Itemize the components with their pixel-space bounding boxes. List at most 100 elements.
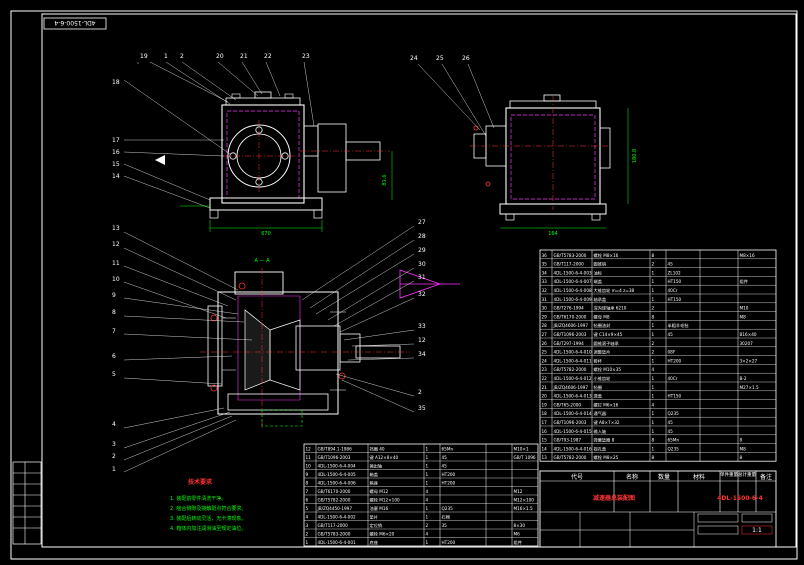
balloon-19: 19 <box>140 53 148 60</box>
balloon-1: 1 <box>164 53 168 60</box>
bom-cell: M10 <box>740 306 749 311</box>
bom-cell: 22 <box>542 376 548 381</box>
bom-cell: 1 <box>652 288 655 293</box>
bom-cell: 25 <box>542 350 548 355</box>
bom-cell: 大锥齿轮 m=4 z=38 <box>594 287 635 294</box>
bom-cell: 6 <box>306 498 309 503</box>
bom-cell: 深沟球轴承 6210 <box>594 305 627 312</box>
bom-cell: 弹簧垫圈 8 <box>594 437 615 444</box>
bom-cell: 1 <box>652 411 655 416</box>
bom-cell: 2 <box>652 350 655 355</box>
bom-cell: GB/T276-1994 <box>554 306 585 311</box>
bom-cell: 4DL-1500-6-4-003 <box>554 270 593 275</box>
sec-balloon-12r: 12 <box>418 337 426 344</box>
dim-front-height: 81.6 <box>382 174 388 185</box>
code-stamp-text: 4DL-1500-6-4 <box>54 19 95 26</box>
bom-cell: 35 <box>442 523 448 528</box>
bom-cell: 4DL-1500-6-4-009 <box>554 297 593 302</box>
sec-balloon-2r: 2 <box>418 389 422 396</box>
bom-cell: 30207 <box>740 341 754 346</box>
bom-cell: 18 <box>542 411 548 416</box>
sec-balloon-13: 13 <box>112 225 120 232</box>
bom-cell: 8 <box>306 481 309 486</box>
bom-cell: 8 <box>652 438 655 443</box>
bom-cell: GB/T894.1-1986 <box>318 447 353 452</box>
balloon-2: 2 <box>180 53 184 60</box>
bom-cell: 4DL-1500-6-4-014 <box>554 411 593 416</box>
sec-balloon-12: 12 <box>112 241 120 248</box>
bom-cell: 1 <box>652 323 655 328</box>
bom-cell: 1 <box>652 446 655 451</box>
sec-balloon-31: 31 <box>418 274 426 281</box>
bom-cell: Q235 <box>442 506 454 511</box>
bom-cell: 箱座 <box>370 480 378 487</box>
bom-cell: 1 <box>426 464 429 469</box>
bom-cell: 1 <box>426 515 429 520</box>
bom-cell: M10×1 <box>514 447 529 452</box>
balloon-17: 17 <box>112 137 120 144</box>
bom-cell: GB/T 1096 <box>514 455 536 460</box>
tb-scale: 1:1 <box>752 527 762 534</box>
bom-cell: 8 <box>652 314 655 319</box>
tb-drawing-code: 4DL-1500-6-4 <box>717 495 763 502</box>
bom-cell: M8 <box>740 446 747 451</box>
bom-cell: 箱盖 <box>370 471 378 478</box>
bom-cell: GB/T5782-2000 <box>554 455 587 460</box>
tech-req-line-3: 3. 装配后转动灵活，无卡滞现象。 <box>170 515 246 522</box>
bom-cell: 65Mn <box>668 438 680 443</box>
sec-balloon-2: 2 <box>112 453 116 460</box>
code-stamp-box <box>43 17 107 30</box>
bom-cell: 29 <box>542 314 548 319</box>
bom-cell: 油标 <box>594 269 602 276</box>
bom-cell: M12 <box>514 489 523 494</box>
section-balloons-right: 27 28 29 30 31 32 33 34 12 2 35 <box>301 219 426 413</box>
bom-cell: HT150 <box>668 279 682 284</box>
bom-cell: M27×1.5 <box>740 385 759 390</box>
balloon-23: 23 <box>302 53 310 60</box>
bom-cell: 8 <box>652 253 655 258</box>
bom-cell: 底座 <box>370 539 378 546</box>
balloon-16: 16 <box>112 149 120 156</box>
balloon-22: 22 <box>264 53 272 60</box>
sec-balloon-30: 30 <box>418 261 426 268</box>
bom-cell: GB/T117-2000 <box>554 262 585 267</box>
bom-cell: 4DL-1500-6-4-006 <box>318 481 357 486</box>
bom-cell: 4DL-1500-6-4-005 <box>318 472 357 477</box>
bom-cell: 4DL-1500-6-4-011 <box>554 358 593 363</box>
bom-cell: 12 <box>306 447 312 452</box>
bom-cell: 2 <box>652 262 655 267</box>
bom-cell: 1 <box>652 332 655 337</box>
bom-cell: 1 <box>652 376 655 381</box>
bom-cell: 32 <box>542 288 548 293</box>
bom-cell: B-2 <box>740 376 747 381</box>
balloon-26: 26 <box>462 55 470 62</box>
bom-cell: 1 <box>652 385 655 390</box>
bom-cell: ZL102 <box>668 270 682 275</box>
bom-cell: 圆锥销 <box>594 261 607 268</box>
bom-cell: 套杯 <box>594 357 603 364</box>
section-balloons-left: 13 12 11 10 9 8 7 6 5 4 3 2 1 <box>112 225 253 473</box>
bom-cell: 石棉 <box>442 514 450 521</box>
bom-cell: 33 <box>542 279 548 284</box>
bom-cell: M16×1.5 <box>514 506 533 511</box>
bom-cell: 端盖 <box>594 278 602 285</box>
bom-cell: 3×2×27 <box>740 358 758 363</box>
bom-cell: 65Mn <box>442 447 454 452</box>
balloon-24: 24 <box>410 55 418 62</box>
bom-cell: 31 <box>542 297 548 302</box>
bom-cell: 27 <box>542 332 548 337</box>
bom-cell: 15 <box>542 438 548 443</box>
bom-cell: 4 <box>426 498 429 503</box>
tb-header-name: 名称 <box>626 473 638 481</box>
bom-cell: 圆锥滚子轴承 <box>594 340 620 347</box>
sec-balloon-29: 29 <box>418 247 426 254</box>
bom-cell: 45 <box>442 464 448 469</box>
bom-cell: 4DL-1500-6-4-016 <box>554 446 593 451</box>
bom-cell: 螺栓 M10×35 <box>594 366 622 373</box>
sec-balloon-33: 33 <box>418 323 426 330</box>
bom-cell: 4DL-1500-6-4-013 <box>554 394 593 399</box>
side-view-balloons: 24 25 26 <box>410 55 495 137</box>
bom-cell: 轴承盖 <box>594 296 607 303</box>
